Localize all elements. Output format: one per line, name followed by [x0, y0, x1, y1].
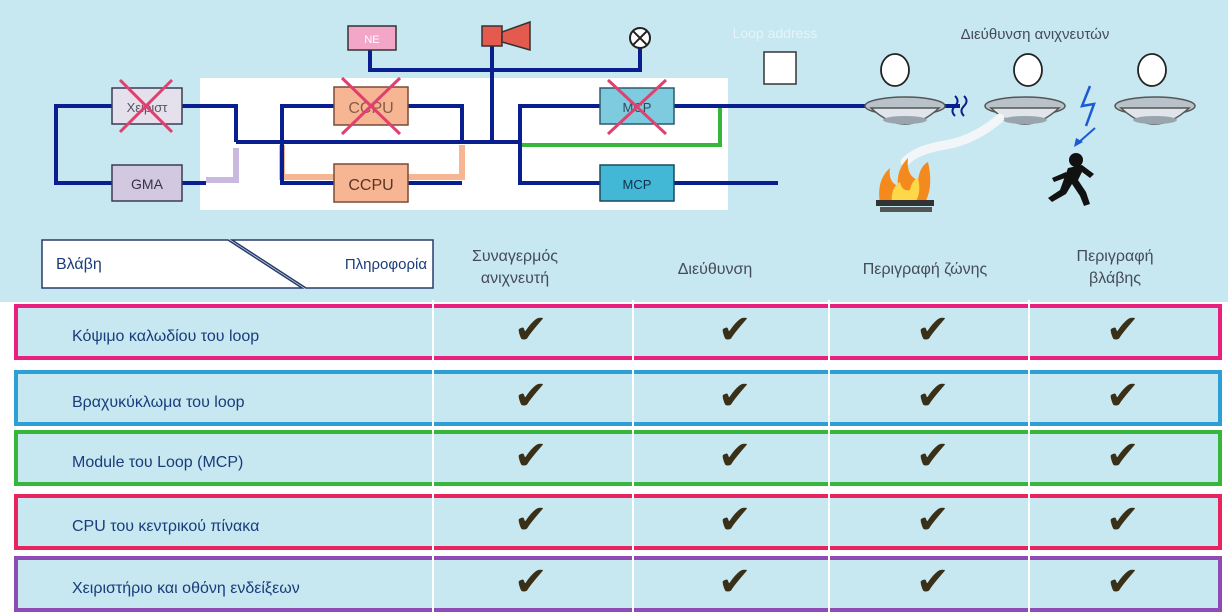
check-mark-icon: ✔	[916, 307, 950, 353]
ccpu-bottom-box	[333, 163, 409, 203]
table-row: CPU του κεντρικού πίνακα	[14, 494, 1222, 550]
row-label: Κόψιμο καλωδίου του loop	[72, 328, 260, 345]
check-mark-icon: ✔	[718, 373, 752, 419]
check-mark-icon: ✔	[916, 559, 950, 605]
check-mark-icon: ✔	[916, 497, 950, 543]
system-diagram: Χειριστ GMA CCPU CCPU MCP MCP NE Loop ad…	[0, 0, 1228, 230]
failure-cross-icons	[118, 76, 668, 136]
wire-break-icon	[951, 95, 968, 117]
table-row: Module του Loop (MCP)	[14, 430, 1222, 486]
running-man-icon	[1048, 153, 1094, 206]
detector-address-label: Διεύθυνση ανιχνευτών	[961, 26, 1110, 43]
loop-wiring	[54, 38, 960, 185]
row-label: Module του Loop (MCP)	[72, 454, 244, 471]
ccpu-top-label: CCPU	[348, 100, 393, 117]
check-mark-icon: ✔	[1106, 433, 1140, 479]
mcp-bottom-box	[599, 164, 675, 202]
check-mark-icon: ✔	[514, 559, 548, 605]
table-row: Χειριστήριο και οθόνη ενδείξεων	[14, 556, 1222, 612]
row-label: CPU του κεντρικού πίνακα	[72, 518, 260, 535]
ccpu-bottom-label: CCPU	[348, 177, 393, 194]
column-header-address: Διεύθυνση	[677, 261, 753, 278]
corner-label-info: Πληροφορία	[344, 256, 427, 273]
horn-icon	[481, 20, 531, 51]
check-mark-icon: ✔	[1106, 559, 1140, 605]
mcp-green-line	[520, 106, 722, 147]
check-mark-icon: ✔	[916, 373, 950, 419]
column-header-fault-description: Περιγραφή βλάβης	[1076, 248, 1154, 287]
smoke-detector-icons	[864, 96, 1196, 125]
row-label: Χειριστήριο και οθόνη ενδείξεων	[72, 580, 300, 597]
gma-label: GMA	[131, 176, 164, 192]
fire-icon	[876, 158, 934, 212]
corner-cell: Βλάβη Πληροφορία	[40, 238, 435, 290]
check-mark-icon: ✔	[1106, 497, 1140, 543]
check-mark-icon: ✔	[718, 559, 752, 605]
address-box	[763, 51, 797, 85]
column-header-detector-alarm: Συναγερμός ανιχνευτή	[472, 248, 558, 287]
check-mark-icon: ✔	[514, 433, 548, 479]
column-divider	[1028, 300, 1030, 613]
table-row: Κόψιμο καλωδίου του loop	[14, 304, 1222, 360]
check-mark-icon: ✔	[1106, 307, 1140, 353]
check-mark-icon: ✔	[1106, 373, 1140, 419]
column-divider	[632, 300, 634, 613]
check-mark-icon: ✔	[514, 373, 548, 419]
gma-box	[111, 164, 183, 202]
row-label: Βραχυκύκλωμα του loop	[72, 394, 245, 411]
check-mark-icon: ✔	[514, 497, 548, 543]
column-header-zone-description: Περιγραφή ζώνης	[862, 261, 988, 278]
short-circuit-icon	[1074, 85, 1096, 147]
check-mark-icon: ✔	[718, 433, 752, 479]
ne-label: NE	[364, 34, 379, 46]
loop-address-label: Loop address	[733, 25, 818, 41]
check-mark-icon: ✔	[916, 433, 950, 479]
detector-address-bubbles	[880, 53, 1167, 87]
check-mark-icon: ✔	[718, 307, 752, 353]
gma-accent-line	[206, 148, 239, 183]
lamp-icon	[629, 27, 651, 49]
check-mark-icon: ✔	[514, 307, 548, 353]
check-mark-icon: ✔	[718, 497, 752, 543]
ne-box	[347, 25, 397, 51]
corner-label-fault: Βλάβη	[56, 256, 102, 273]
column-divider	[432, 300, 434, 613]
corner-cell-shape	[41, 239, 434, 289]
mcp-bottom-label: MCP	[623, 177, 652, 192]
column-divider	[828, 300, 830, 613]
table-row: Βραχυκύκλωμα του loop	[14, 370, 1222, 426]
smoke-trail	[900, 113, 1005, 167]
